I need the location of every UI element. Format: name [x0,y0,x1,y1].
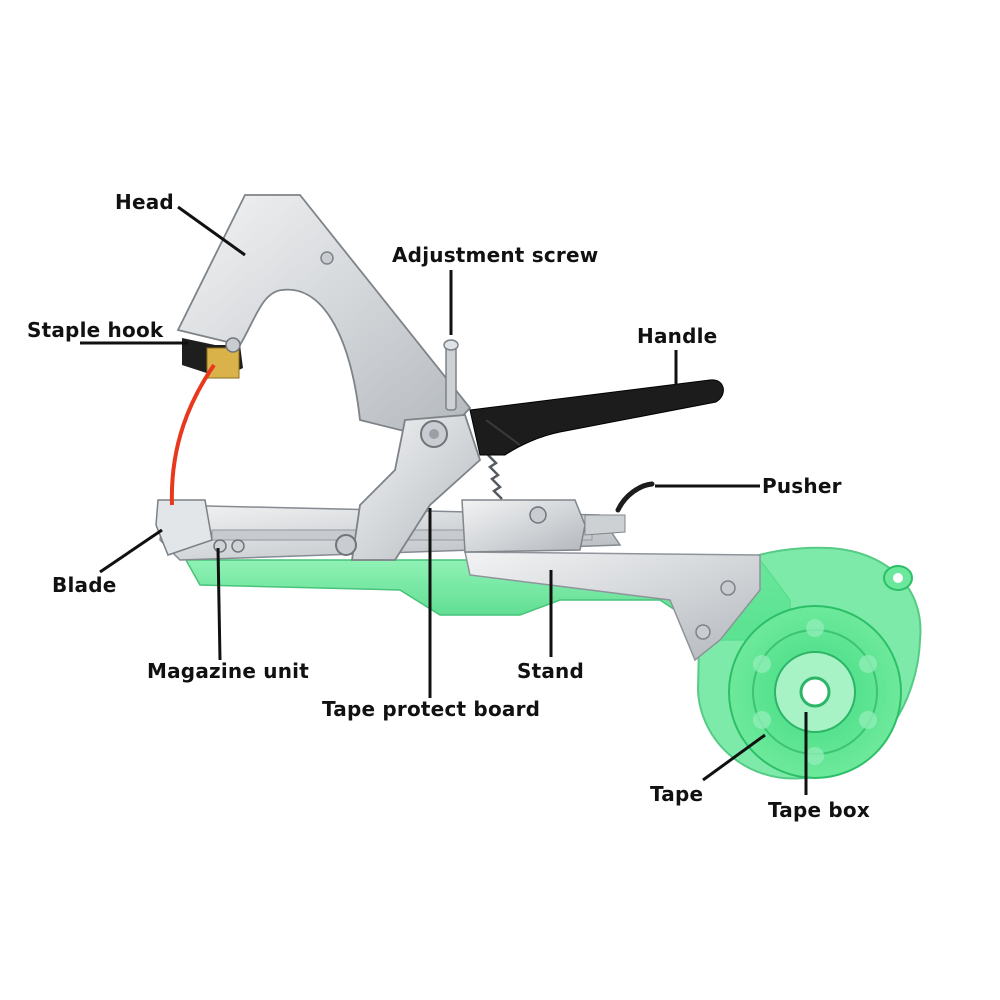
label-stand: Stand [517,659,585,683]
spring [487,454,503,500]
lever-arm [350,414,482,561]
handle-grip [469,379,724,456]
stand-bracket [464,551,761,662]
leader-tape [702,733,766,782]
tape-box-shape [696,546,922,780]
leader-head [177,205,246,257]
label-adjustment-screw: Adjustment screw [392,243,599,267]
label-head: Head [115,190,174,214]
adjustment-screw [445,344,457,411]
label-staple-hook: Staple hook [27,318,164,342]
tape-red-strip [169,363,216,506]
label-tape-box: Tape box [768,798,870,822]
leader-magazine [216,547,222,661]
leader-lines [80,205,808,795]
label-tape-protect-board: Tape protect board [322,697,541,721]
label-magazine-unit: Magazine unit [147,659,309,683]
label-tape: Tape [650,782,704,806]
leader-blade [99,528,163,574]
label-blade: Blade [52,573,117,597]
label-pusher: Pusher [762,474,842,498]
head-part [176,194,472,442]
pusher-block [461,499,586,553]
label-handle: Handle [637,324,718,348]
blade-part [155,499,213,556]
